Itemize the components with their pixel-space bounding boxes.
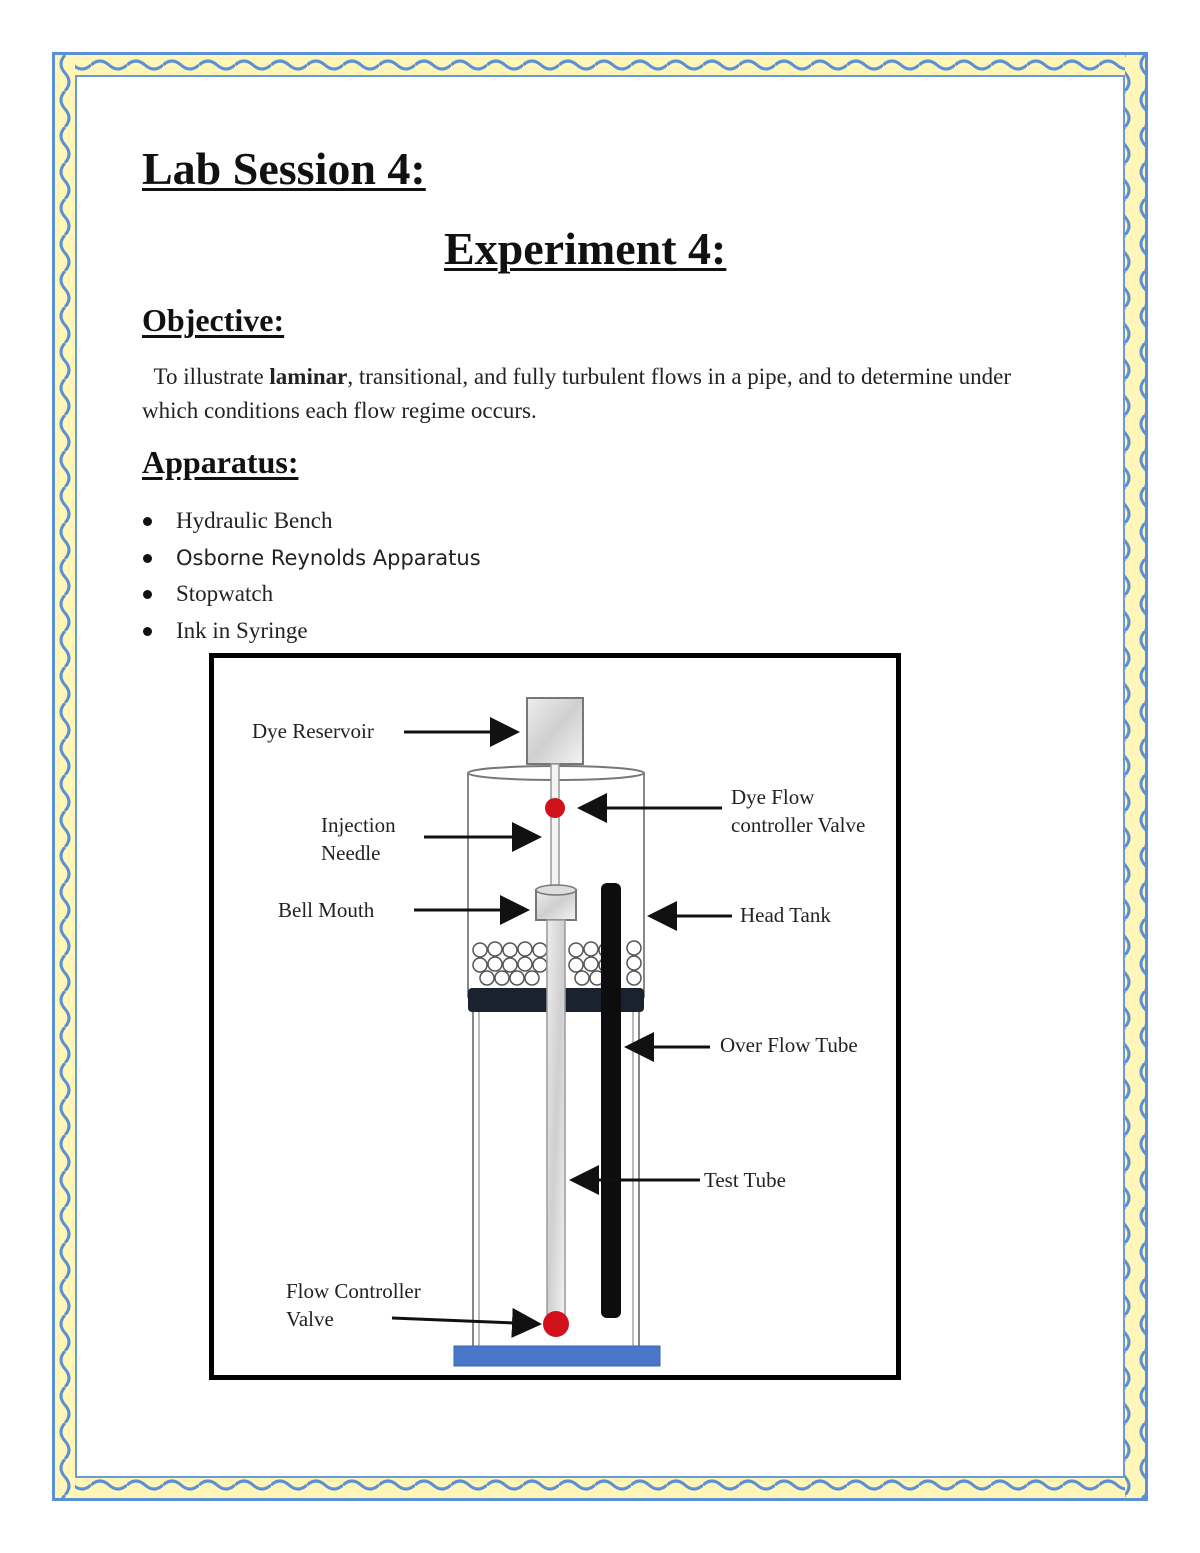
list-item: Stopwatch (142, 576, 481, 613)
list-item: Osborne Reynolds Apparatus (142, 540, 481, 577)
objective-text-part: To illustrate (153, 364, 270, 389)
label-overflow-tube: Over Flow Tube (720, 1033, 858, 1057)
list-item: Ink in Syringe (142, 613, 481, 650)
flow-controller-valve (543, 1311, 569, 1337)
label-injection-needle: Injection (321, 813, 396, 837)
dye-flow-valve (545, 798, 565, 818)
dye-reservoir (526, 697, 584, 765)
arrow-flow-controller (391, 1307, 542, 1338)
apparatus-heading: Apparatus: (142, 444, 299, 480)
label-flow-controller: Valve (286, 1307, 334, 1331)
objective-text-part: flows in a pipe, and to determine under … (142, 364, 1012, 423)
objective-heading: Objective: (142, 302, 285, 338)
label-head-tank: Head Tank (740, 903, 831, 927)
apparatus-list: Hydraulic Bench Osborne Reynolds Apparat… (142, 503, 481, 649)
osborne-reynolds-diagram: Dye Reservoir Dye Flow controller Valve … (252, 697, 865, 1367)
label-dye-reservoir: Dye Reservoir (252, 719, 374, 743)
objective-text-part: , transitional, and fully (347, 364, 563, 389)
label-injection-needle: Needle (321, 841, 380, 865)
label-dye-flow: controller Valve (731, 813, 865, 837)
objective-paragraph: To illustrate laminar, transitional, and… (142, 360, 1022, 428)
label-bell-mouth: Bell Mouth (278, 898, 375, 922)
decorative-wave-border (55, 55, 1145, 1498)
list-item: Hydraulic Bench (142, 503, 481, 540)
objective-turbulent: turbulent (562, 364, 646, 389)
label-flow-controller: Flow Controller (286, 1279, 421, 1303)
overflow-tube (601, 883, 621, 1318)
objective-bold-laminar: laminar (269, 364, 348, 389)
injection-needle (550, 763, 560, 890)
label-test-tube: Test Tube (704, 1168, 786, 1192)
page-title: Lab Session 4: (142, 143, 426, 194)
label-dye-flow: Dye Flow (731, 785, 815, 809)
experiment-title: Experiment 4: (444, 223, 727, 274)
test-tube (546, 919, 566, 1331)
apparatus-figure: Dye Reservoir Dye Flow controller Valve … (209, 653, 901, 1380)
apparatus-base (453, 1345, 661, 1367)
